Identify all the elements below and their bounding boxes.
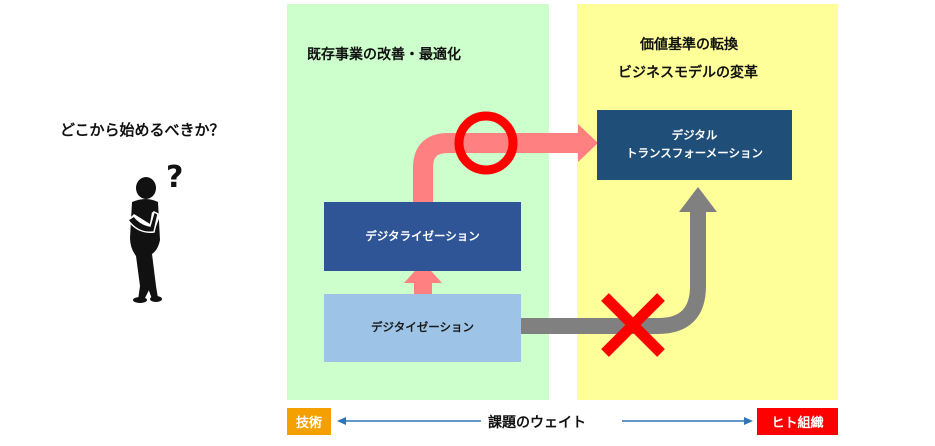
right-zone-title-line1: 価値基準の転換 [640,37,738,53]
pink-up-arrow-shaft [414,282,432,294]
weight-double-arrow [337,417,753,425]
cross-mark-icon [601,293,665,357]
pink-flow-arrow-shaft [413,133,578,202]
pink-flow-arrowhead [578,124,598,162]
left-zone-title: 既存事業の改善・最適化 [307,47,461,63]
weight-label: 課題のウェイト [488,415,586,431]
thinking-person-icon [126,177,162,303]
circle-mark-icon [454,111,518,175]
digitization-box: デジタイゼーション [324,294,521,362]
dx-label-line2: トランスフォーメーション [625,146,764,160]
question-mark-icon: ? [166,160,184,195]
digitization-label: デジタイゼーション [370,320,475,335]
digitalization-label: デジタライゼーション [365,228,480,243]
gray-flow-arrow-shaft [521,212,706,334]
tech-label: 技術 [287,408,331,435]
people-organization-label: ヒト組織 [757,408,838,435]
question-text: どこから始めるべきか？ [60,121,225,139]
gray-flow-arrowhead [679,187,717,212]
dx-label-line1: デジタル [671,128,718,143]
pink-up-arrowhead [404,262,442,283]
right-zone-title-line2: ビジネスモデルの変革 [618,65,758,81]
digitalization-box: デジタライゼーション [324,202,521,271]
digital-transformation-box: デジタル トランスフォーメーション [597,110,792,180]
